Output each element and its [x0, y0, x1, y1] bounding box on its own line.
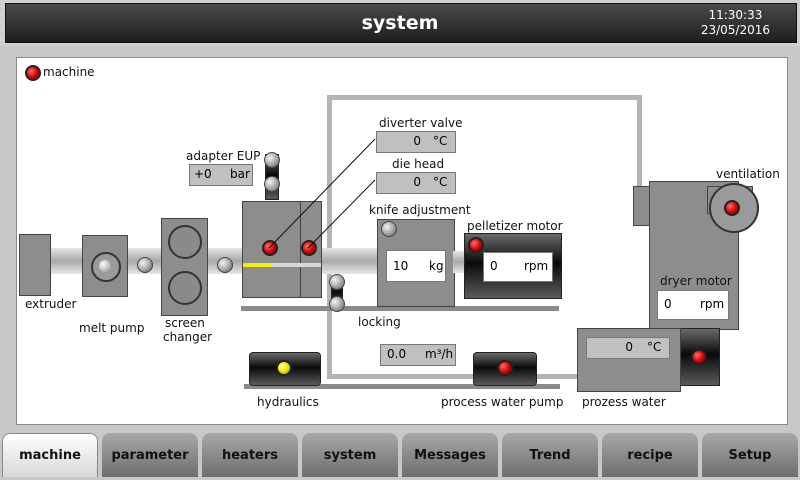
knife-pressure-value: 10: [393, 259, 409, 273]
diverter-valve-temp-unit: °C: [433, 134, 448, 148]
knife-sensor: [381, 221, 397, 237]
water-line-top: [327, 95, 642, 100]
locking-sensor-top: [329, 274, 345, 290]
pelletizer-shaft: [453, 251, 467, 273]
screen-changer-label-2: changer: [163, 330, 213, 344]
machine-label: machine: [43, 65, 95, 79]
adapter-pressure-field: +0 bar: [189, 164, 253, 186]
adapter-pressure-value: +0: [194, 167, 212, 181]
clock-time: 11:30:33: [708, 8, 763, 22]
process-water-tank[interactable]: 0 °C: [577, 328, 681, 392]
melt-flow-indicator: [243, 263, 271, 267]
die-head-temp-unit: °C: [433, 175, 448, 189]
base-rail-lower: [244, 384, 560, 389]
water-temp-unit: °C: [647, 340, 662, 354]
tab-trend[interactable]: Trend: [502, 433, 598, 477]
title-bar: [5, 3, 797, 43]
adapter-pressure-unit: bar: [230, 167, 250, 181]
base-rail: [241, 306, 559, 311]
tab-setup[interactable]: Setup: [702, 433, 798, 477]
page-title: system: [361, 12, 439, 34]
knife-pressure-unit: kg: [429, 259, 444, 273]
dryer-speed-unit: rpm: [700, 297, 725, 311]
tab-machine[interactable]: machine: [2, 433, 98, 477]
locking-sensor-bottom: [329, 296, 345, 312]
clock-date: 23/05/2016: [700, 23, 770, 37]
die-head-temp-value: 0: [413, 175, 421, 189]
pressure-sensor-1: [137, 257, 153, 273]
locking-label: locking: [358, 315, 401, 329]
dryer-motor-label: dryer motor: [660, 274, 732, 288]
screen-changer-body[interactable]: [161, 218, 208, 316]
ventilation-led: [724, 200, 740, 216]
tab-system[interactable]: system: [302, 433, 398, 477]
ventilation-label: ventilation: [716, 167, 780, 181]
pelletizer-speed-unit: rpm: [524, 259, 549, 273]
flow-field: 0.0 m³/h: [380, 344, 456, 366]
water-line-left: [327, 95, 332, 379]
screen-changer-label-1: screen: [165, 316, 205, 330]
dryer-motor-led: [691, 349, 707, 365]
knife-pressure-field: 10 kg: [386, 250, 446, 282]
hydraulics-label: hydraulics: [257, 395, 319, 409]
die-head-led: [301, 240, 317, 256]
pelletizer-speed-field: 0 rpm: [483, 252, 553, 282]
pressure-sensor-2: [217, 257, 233, 273]
tab-recipe[interactable]: recipe: [602, 433, 698, 477]
diverter-valve-led: [262, 240, 278, 256]
melt-pump-label: melt pump: [79, 321, 145, 335]
adapter-label: adapter EUP: [186, 149, 261, 163]
water-line-bottom: [327, 374, 582, 379]
extruder-label: extruder: [25, 297, 77, 311]
prozess-water-label: prozess water: [582, 395, 666, 409]
melt-pump-body[interactable]: [82, 235, 128, 297]
process-water-pump-led: [497, 360, 513, 376]
knife-adjustment-label: knife adjustment: [369, 203, 471, 217]
flow-unit: m³/h: [425, 347, 454, 361]
diverter-valve-temp-value: 0: [413, 134, 421, 148]
water-temp-field: 0 °C: [586, 337, 670, 359]
extruder-body[interactable]: [19, 234, 51, 296]
melt-flow-channel: [271, 263, 321, 267]
hydraulics-led: [276, 360, 292, 376]
machine-diagram-panel: machine extruder melt pump screen change…: [16, 57, 788, 425]
die-head-label: die head: [392, 157, 445, 171]
tab-heaters[interactable]: heaters: [202, 433, 298, 477]
diverter-valve-temp-field: 0 °C: [376, 131, 456, 153]
dryer-speed-value: 0: [664, 297, 672, 311]
pelletizer-motor-led: [468, 237, 484, 253]
machine-status-led: [25, 65, 41, 81]
clock: 11:30:33 23/05/2016: [701, 8, 770, 38]
process-water-pump-label: process water pump: [441, 395, 564, 409]
pelletizer-speed-value: 0: [490, 259, 498, 273]
water-temp-value: 0: [625, 340, 633, 354]
diverter-valve-label: diverter valve: [379, 116, 463, 130]
pelletizer-motor-label: pelletizer motor: [467, 219, 563, 233]
actuator-sensor-bottom: [264, 176, 280, 192]
tab-messages[interactable]: Messages: [402, 433, 498, 477]
water-line-right: [637, 95, 642, 190]
tab-parameter[interactable]: parameter: [102, 433, 198, 477]
die-head-temp-field: 0 °C: [376, 172, 456, 194]
dryer-speed-field: 0 rpm: [657, 290, 729, 320]
actuator-sensor-top: [264, 152, 280, 168]
leader-lines: [268, 138, 376, 249]
header-bar: system 11:30:33 23/05/2016: [0, 0, 800, 46]
flow-value: 0.0: [387, 347, 407, 361]
